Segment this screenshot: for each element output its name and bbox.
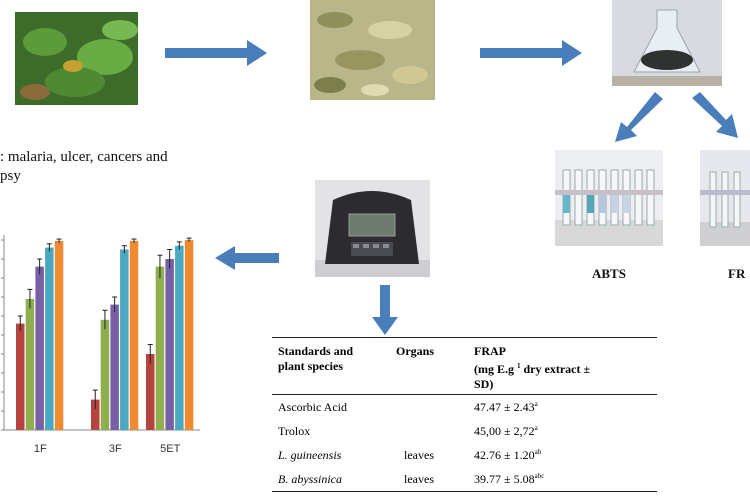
extract-flask-image [612,0,722,86]
frap-tubes-photo [700,150,750,246]
x-tick-label: 1F [34,443,47,455]
antioxidant-bar-chart: 1F 3F 5ET [1,235,200,455]
bar [120,249,129,430]
frap-table-container: Standards and plant species Organs FRAP … [272,337,657,492]
table-row: Trolox 45,00 ± 2,72a [272,419,657,443]
bar [45,247,54,430]
bar [165,259,174,430]
bar [175,245,184,430]
col-header-species-line2: plant species [278,359,344,373]
table-row: L. guineensis leaves 42.76 ± 1.20ab [272,443,657,467]
row-frap-significance: abc [534,472,545,480]
row-species: B. abyssinica [278,472,342,486]
abts-tubes-photo [555,150,663,246]
bar [129,240,139,430]
table-row: B. abyssinica leaves 39.77 ± 5.08abc [272,467,657,491]
plant-photo [15,12,138,105]
plant-image [15,12,138,105]
row-frap-value: 47.47 ± 2.43a [474,400,538,414]
bar [16,323,25,430]
uses-caption-line1: : malaria, ulcer, cancers and [0,149,168,165]
x-tick-label: 3F [109,443,122,455]
table-bottom-rule [272,491,657,492]
row-frap-value: 45,00 ± 2,72a [474,424,538,438]
x-tick-label: 5ET [160,443,180,455]
frap-label-cut: FR [728,266,746,281]
bar [54,240,64,430]
row-frap-significance: a [534,400,538,408]
bar [25,298,35,430]
arrow-down-right [692,92,738,138]
row-organ: leaves [404,448,434,462]
row-species: Trolox [278,424,311,438]
row-frap-significance: ab [534,448,542,456]
row-species: Ascorbic Acid [278,400,347,414]
row-organ: leaves [404,472,434,486]
arrow-down-left [615,92,663,142]
col-header-frap-line2: (mg E.g 1 dry extract ± [474,359,590,377]
spectrophotometer-image [315,180,430,277]
col-header-organs: Organs [396,344,435,358]
table-header-rule [272,394,657,395]
dried-leaves-image [310,0,435,100]
arrow-right-2 [480,40,582,66]
bar [184,240,194,430]
bar [155,266,165,430]
uses-caption-line2: psy [0,168,21,184]
extract-flask-photo [612,0,722,86]
row-frap-significance: a [534,424,538,432]
dried-leaves-photo [310,0,435,100]
table-header: Standards and plant species Organs FRAP … [272,338,657,394]
bar [110,304,119,430]
spectrophotometer-photo [315,180,430,277]
row-frap-value: 39.77 ± 5.08abc [474,472,545,486]
arrow-left [215,246,279,270]
frap-unit-post: dry extract ± [520,362,591,376]
bar [91,399,100,430]
abts-label: ABTS [592,266,626,281]
frap-tubes-image [700,150,750,246]
row-species: L. guineensis [278,448,342,462]
table-row: Ascorbic Acid 47.47 ± 2.43a [272,395,657,419]
col-header-species: Standards and plant species [278,344,353,374]
table-top-rule [272,337,657,338]
bar [35,266,44,430]
bar [146,354,155,430]
row-frap-value: 42.76 ± 1.20ab [474,448,542,462]
arrow-right-1 [165,40,267,66]
frap-unit-sup: 1 [517,362,521,370]
abts-tubes-image [555,150,663,246]
arrow-down [372,285,398,335]
col-header-frap-line3: SD) [474,377,494,391]
bar [100,319,110,430]
col-header-frap-line1: FRAP [474,344,506,358]
col-header-frap: FRAP (mg E.g 1 dry extract ± SD) [474,344,590,392]
frap-unit-pre: (mg E.g [474,362,517,376]
col-header-species-line1: Standards and [278,344,354,358]
